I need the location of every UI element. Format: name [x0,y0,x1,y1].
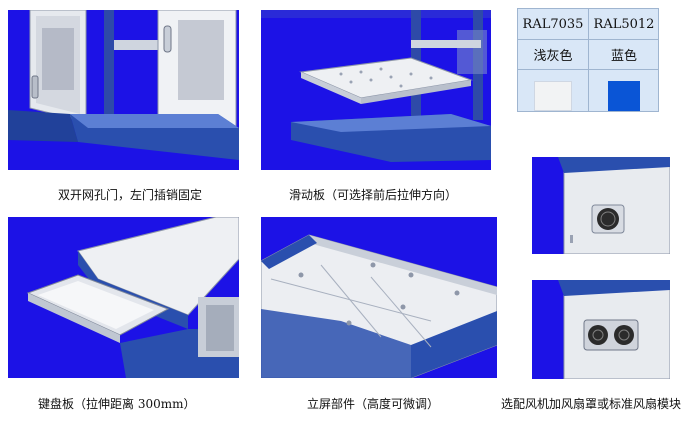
color-table: RAL7035 RAL5012 浅灰色 蓝色 [517,8,659,112]
fan-module-image-top [532,157,670,254]
caption-screen-part: 立屏部件（高度可微调） [307,397,440,411]
slide-board-image [261,10,491,170]
caption-keyboard-tray: 键盘板（拉伸距离 300mm） [38,397,196,411]
color-header-2: RAL5012 [593,16,655,32]
screen-part-image [261,217,497,378]
double-door-image [8,10,239,170]
light-grey-swatch [534,81,572,111]
caption-slide-board: 滑动板（可选择前后拉伸方向） [289,188,458,202]
color-header-1: RAL7035 [522,16,584,32]
caption-fan-option: 选配风机加风扇罩或标准风扇模块 [501,397,682,411]
fan-module-image-bottom [532,280,670,379]
blue-swatch [608,81,640,111]
keyboard-tray-image [8,217,239,378]
caption-double-door: 双开网孔门，左门插销固定 [58,188,203,202]
color-name-2: 蓝色 [610,49,637,64]
color-name-1: 浅灰色 [533,49,573,64]
